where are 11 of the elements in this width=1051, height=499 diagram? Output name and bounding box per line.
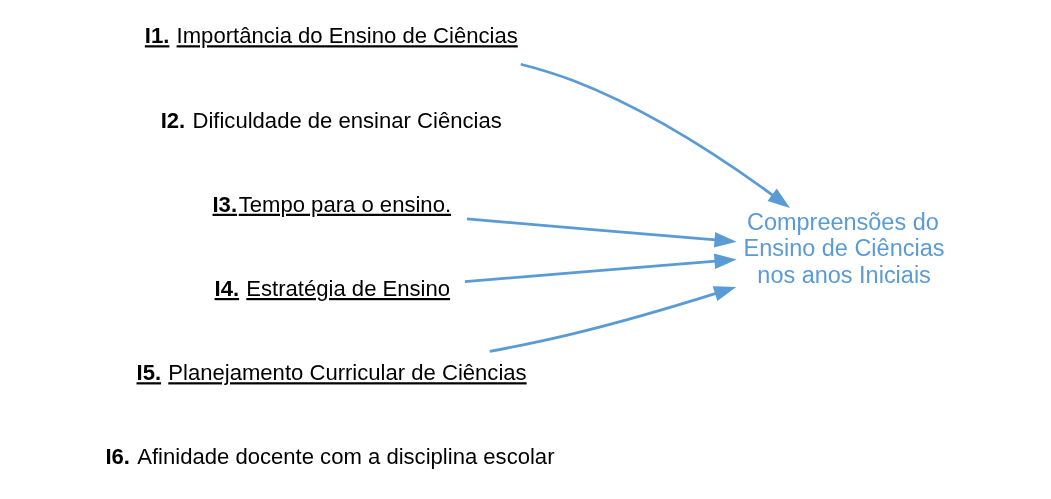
arrow	[466, 217, 737, 247]
arrow	[489, 285, 736, 353]
arrow	[519, 62, 790, 208]
node-text: Compreensões do Ensino de Ciências nos anos Iniciais	[743, 208, 944, 288]
node-text: I3.Tempo para o ensino.	[211, 191, 451, 217]
label: I2. Dificuldade de ensinar Ciências	[160, 107, 502, 132]
node-text: I1. Importância do Ensino de Ciências	[144, 22, 518, 48]
arrow	[464, 253, 737, 283]
label: I6. Afinidade docente com a disciplina escolar	[104, 443, 554, 469]
node-text: I4. Estratégia de Ensino	[214, 275, 450, 301]
node-text: I5. Planejamento Curricular de Ciências	[136, 359, 527, 385]
